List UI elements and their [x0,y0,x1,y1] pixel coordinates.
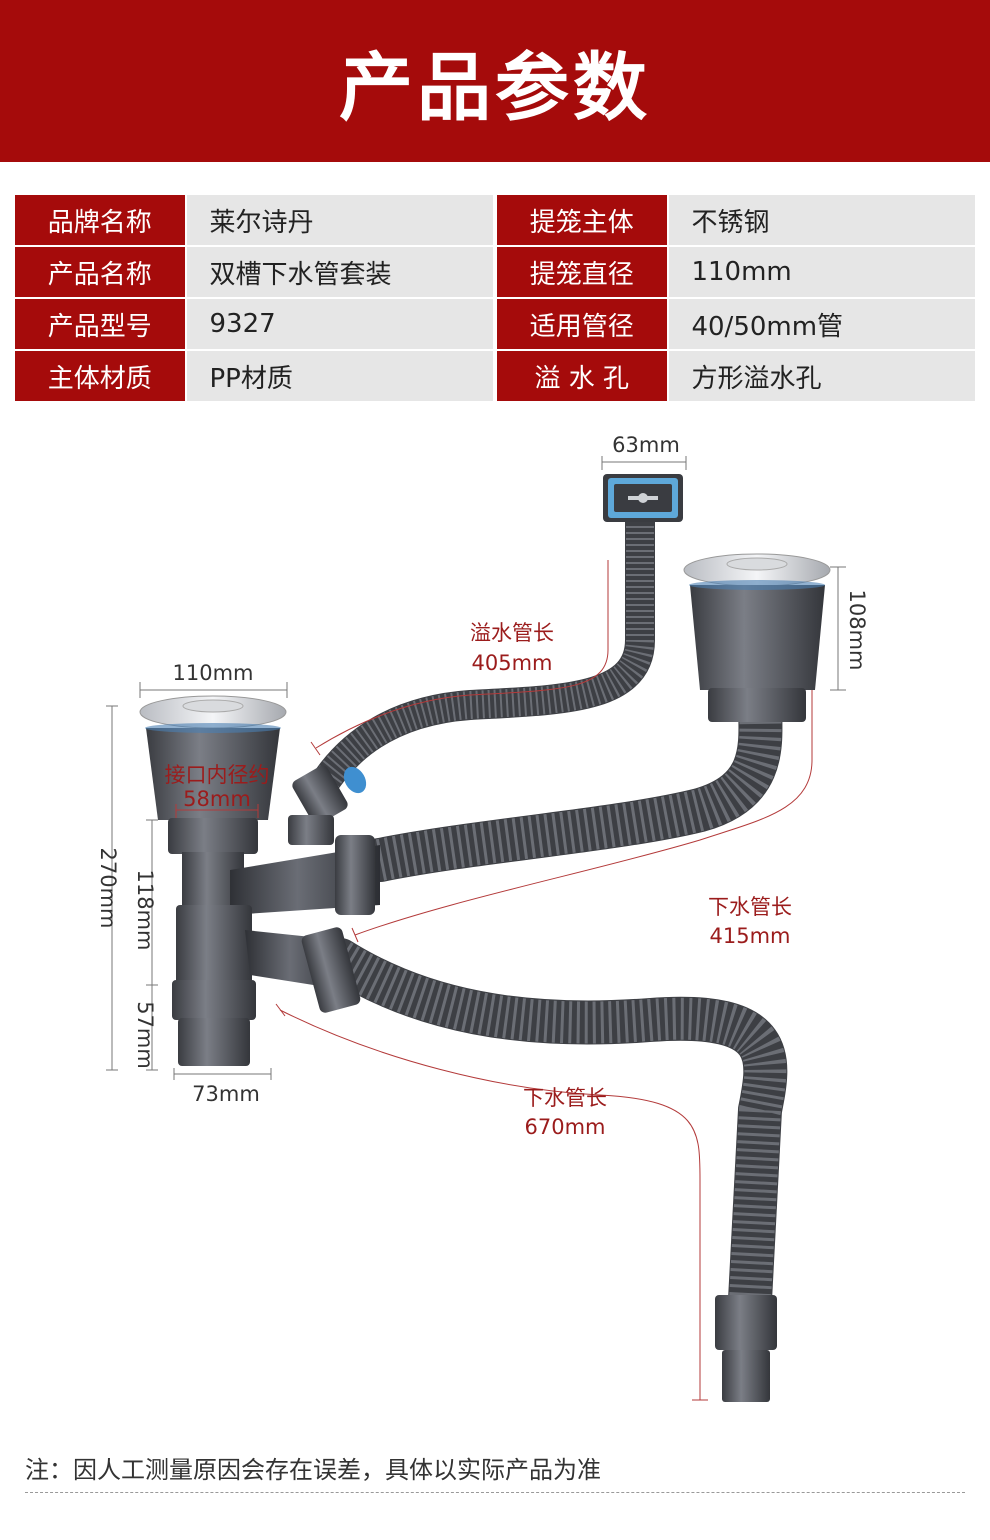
drain-pipe-lower [318,938,788,1322]
outlet-connector [715,1295,777,1350]
spec-value: PP材质 [187,351,494,401]
spec-label: 溢 水 孔 [496,351,667,401]
spec-value: 9327 [187,299,494,349]
drain2-pipe-label: 下水管长 [523,1086,607,1110]
overflow-width-label: 63mm [612,433,680,457]
spec-table: 品牌名称 莱尔诗丹 提笼主体 不锈钢 产品名称 双槽下水管套装 提笼直径 110… [15,195,975,403]
right-basket [683,553,831,722]
spec-row: 产品型号 9327 适用管径 40/50mm管 [15,299,975,351]
page-title: 产品参数 [339,44,651,131]
spec-value: 40/50mm管 [669,299,975,349]
spec-label: 产品型号 [15,299,185,349]
overflow-pipe-label: 溢水管长 [470,621,554,645]
header-banner: 产品参数 [0,0,990,162]
spec-value: 方形溢水孔 [669,351,975,401]
left-basket [139,695,287,854]
bottom-width-label: 73mm [192,1082,260,1106]
spec-row: 产品名称 双槽下水管套装 提笼直径 110mm [15,247,975,299]
drain2-pipe-length: 670mm [525,1115,606,1139]
divider [25,1492,965,1493]
mid-height-label: 118mm [133,870,157,951]
dim-lines-red [175,560,813,1401]
product-diagram: 63mm 溢水管长 405mm 108mm 110mm 接口内径约 58mm 2… [96,433,869,1402]
outlet-tail [722,1350,770,1402]
spec-value: 110mm [669,247,975,297]
spec-value: 莱尔诗丹 [187,195,494,245]
footnote: 注：因人工测量原因会存在误差，具体以实际产品为准 [25,1456,601,1484]
total-height-label: 270mm [96,848,120,929]
drain1-pipe-length: 415mm [710,924,791,948]
spec-value: 不锈钢 [669,195,975,245]
overflow-head [603,474,683,522]
left-basket-diameter-label: 110mm [173,661,254,685]
overflow-elbow [288,765,367,845]
spec-value: 双槽下水管套装 [187,247,494,297]
spec-row: 主体材质 PP材质 溢 水 孔 方形溢水孔 [15,351,975,403]
spec-label: 提笼直径 [496,247,667,297]
tee-body [172,835,380,1066]
inner-diameter-value: 58mm [183,787,251,811]
dim-lines-grey [106,456,846,1080]
overflow-pipe-length: 405mm [472,651,553,675]
bottom-height-label: 57mm [133,1001,157,1069]
spec-label: 适用管径 [496,299,667,349]
drain-pipe-upper [358,678,783,882]
spec-label: 主体材质 [15,351,185,401]
spec-label: 品牌名称 [15,195,185,245]
spec-label: 提笼主体 [496,195,667,245]
spec-row: 品牌名称 莱尔诗丹 提笼主体 不锈钢 [15,195,975,247]
inner-diameter-label: 接口内径约 [165,763,270,787]
drain1-pipe-label: 下水管长 [708,895,792,919]
overflow-pipe [305,505,655,805]
spec-label: 产品名称 [15,247,185,297]
basket-height-label: 108mm [845,590,869,671]
